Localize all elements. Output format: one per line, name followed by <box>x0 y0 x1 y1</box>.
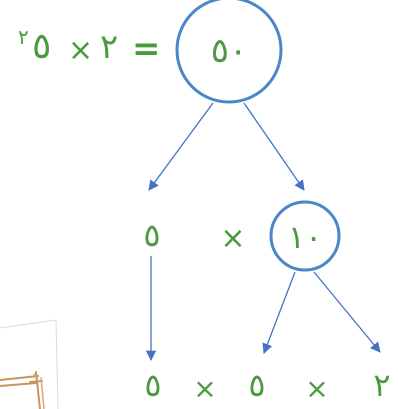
equation-times-sign: × <box>68 33 93 68</box>
equation-equals-sign: = <box>132 29 161 69</box>
level2-times-sign-1: × <box>193 372 216 405</box>
level2-two: ٢ <box>373 366 390 404</box>
equation-base: ٥ <box>32 26 51 67</box>
level1-left-value: ٥ <box>143 216 160 254</box>
level2-first-five: ٥ <box>144 366 161 404</box>
level2-second-five: ٥ <box>248 366 265 404</box>
arrow-ten-to-two <box>313 271 381 353</box>
equation-multiplier: ٢ <box>100 27 118 67</box>
arrow-root-to-right <box>243 102 305 191</box>
root-circle <box>175 0 283 104</box>
level1-times-sign: × <box>220 221 245 256</box>
arrow-ten-to-five <box>262 271 296 354</box>
root-value: ٥٠ <box>211 31 248 71</box>
level2-times-sign-2: × <box>305 372 328 405</box>
sketch-fragment <box>0 319 59 409</box>
level1-right-value: ١٠ <box>288 218 322 256</box>
level1-right-circle <box>269 200 341 272</box>
arrow-root-to-left <box>148 102 214 191</box>
equation-exponent: ٢ <box>18 25 29 49</box>
